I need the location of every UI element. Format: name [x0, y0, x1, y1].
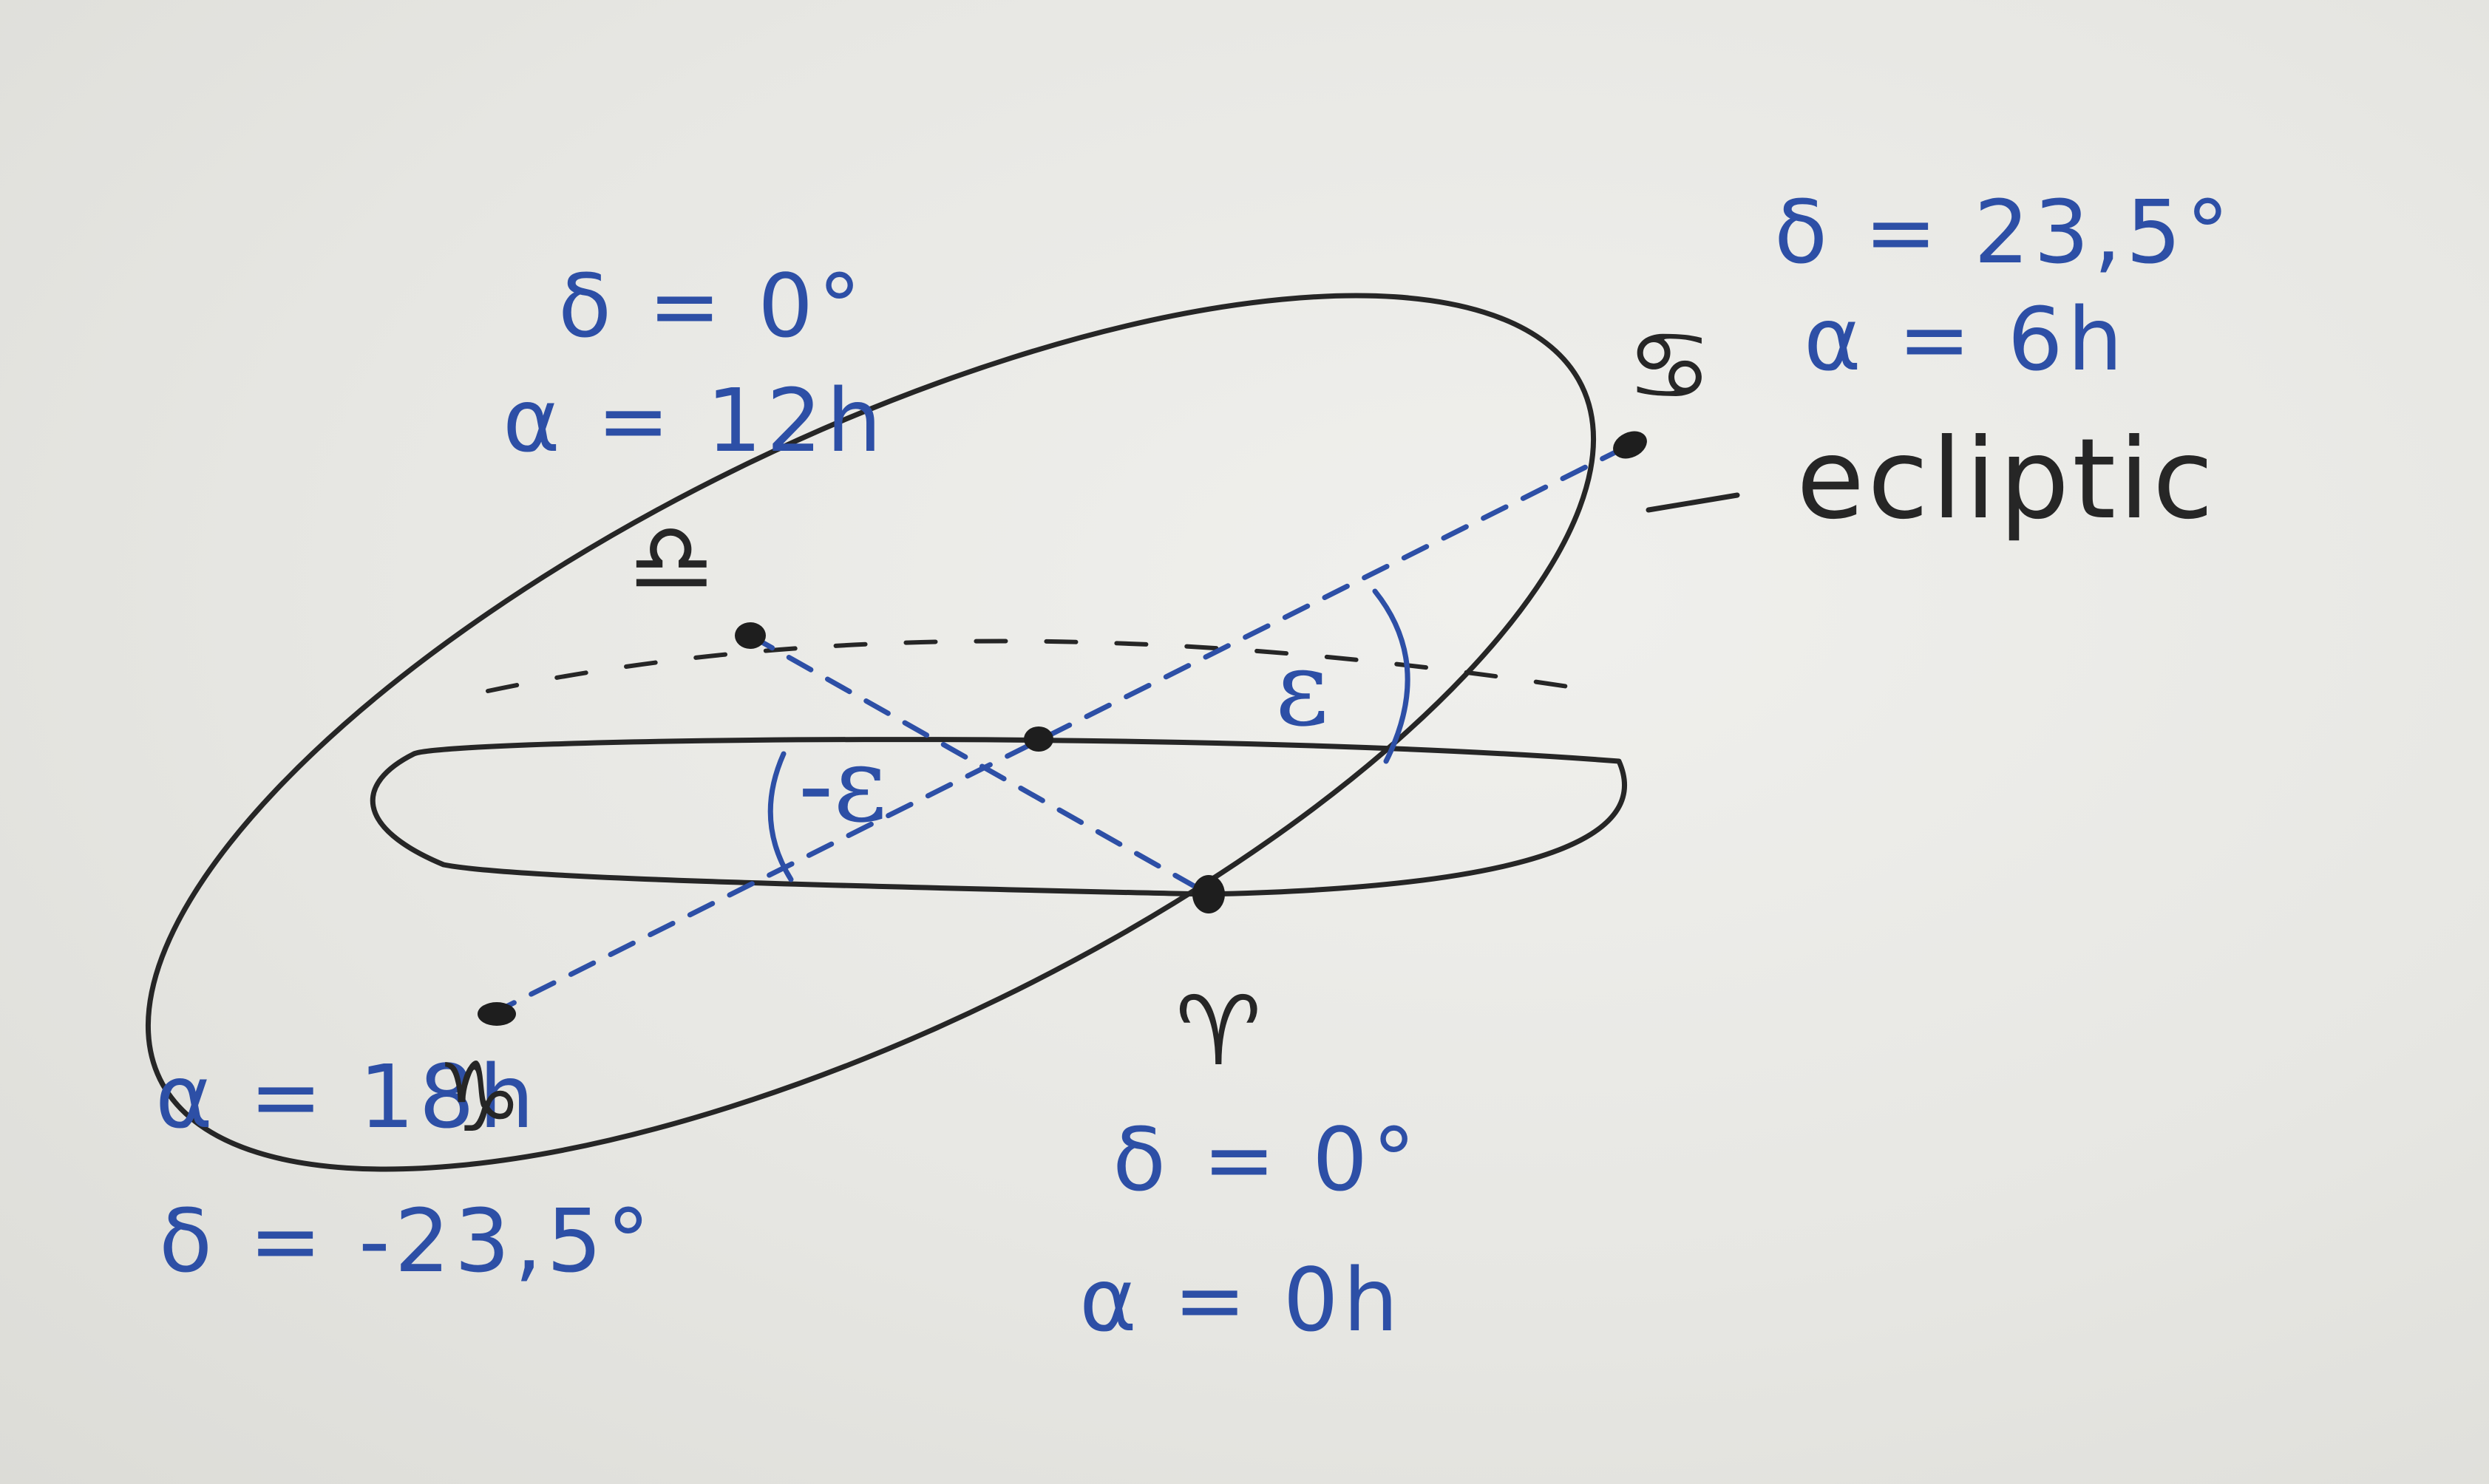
minus-epsilon-label: -ε	[798, 725, 887, 845]
capricorn-declination: δ = -23,5°	[159, 1190, 654, 1292]
aries-declination: δ = 0°	[1113, 1109, 1420, 1211]
points	[478, 431, 1647, 1026]
ecliptic-pointer-line	[1646, 492, 1740, 513]
aries-point	[1192, 875, 1225, 913]
equinox-axis	[747, 633, 1212, 897]
minus-epsilon-arc	[767, 751, 794, 882]
capricorn-symbol: ♑	[436, 1041, 523, 1154]
aries-symbol: ♈	[1175, 975, 1262, 1087]
libra-right-ascension: α = 12h	[503, 370, 886, 472]
capricorn-point	[478, 1002, 516, 1026]
epsilon-arc	[1372, 588, 1410, 764]
equator-front	[370, 737, 1627, 897]
ecliptic-circle	[145, 293, 1740, 1172]
cancer-declination: δ = 23,5°	[1774, 181, 2234, 283]
cancer-point	[1613, 431, 1647, 459]
celestial-equator	[370, 639, 1627, 897]
angle-arcs	[767, 588, 1410, 882]
capricorn-right-ascension: α = 18h	[155, 1046, 539, 1148]
ecliptic-ellipse	[145, 293, 1597, 1172]
aries-right-ascension: α = 0h	[1079, 1249, 1403, 1351]
epsilon-label: ε	[1275, 629, 1329, 749]
equator-back-dashed	[486, 639, 1599, 693]
center-point	[1024, 726, 1053, 752]
ecliptic-label: ecliptic	[1796, 415, 2216, 544]
libra-declination: δ = 0°	[558, 255, 866, 357]
libra-symbol: ♎	[628, 502, 715, 614]
diameters	[489, 442, 1633, 1017]
cancer-symbol: ♋	[1626, 310, 1713, 422]
cancer-right-ascension: α = 6h	[1804, 288, 2128, 390]
libra-point	[735, 622, 766, 649]
solstice-axis	[489, 442, 1633, 1017]
